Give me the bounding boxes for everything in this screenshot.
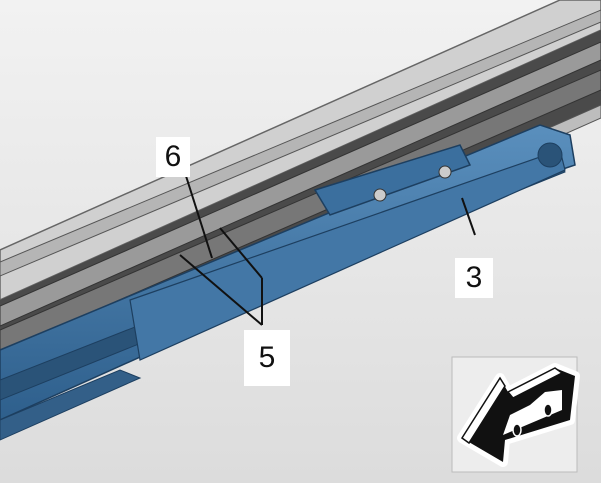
blue-rail-assembly xyxy=(0,124,576,441)
callout-6: 6 xyxy=(156,137,190,177)
callout-3: 3 xyxy=(455,258,493,298)
leader-lines xyxy=(179,175,476,326)
callout-5: 5 xyxy=(244,330,290,386)
